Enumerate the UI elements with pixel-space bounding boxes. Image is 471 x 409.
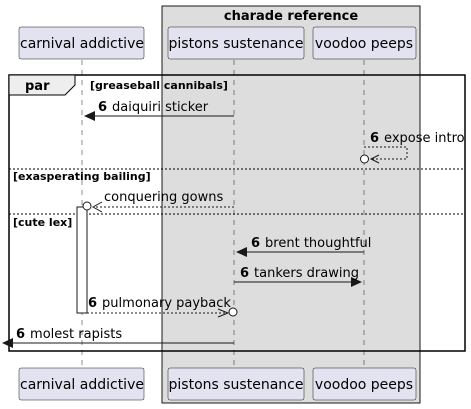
participant-carnival-top[interactable]: carnival addictive xyxy=(18,26,145,60)
participant-carnival-bottom[interactable]: carnival addictive xyxy=(18,367,145,401)
participant-voodoo-top[interactable]: voodoo peeps xyxy=(312,26,417,60)
participant-pistons-bottom[interactable]: pistons sustenance xyxy=(167,367,305,401)
message-daiquiri-sticker: 6 daiquiri sticker xyxy=(84,100,234,121)
message-text: brent thoughtful xyxy=(265,236,371,251)
par-keyword-tab xyxy=(8,74,76,96)
participant-voodoo-bottom[interactable]: voodoo peeps xyxy=(312,367,417,401)
par-section-1-label: [greaseball cannibals] xyxy=(90,79,228,92)
message-text: daiquiri sticker xyxy=(112,100,209,115)
participant-pistons-top[interactable]: pistons sustenance xyxy=(167,26,305,60)
message-text: tankers drawing xyxy=(254,266,359,281)
message-expose-intro: 6 expose intro xyxy=(360,131,465,164)
message-molest-rapists: 6 molest rapists xyxy=(2,327,234,348)
message-conquering-gowns: conquering gowns xyxy=(82,190,234,213)
participant-label: voodoo peeps xyxy=(315,377,413,393)
message-text: conquering gowns xyxy=(104,190,223,205)
par-frame xyxy=(8,74,466,352)
seq-number: 6 xyxy=(16,327,25,342)
message-pulmonary-payback: 6 pulmonary payback xyxy=(87,296,238,318)
seq-number: 6 xyxy=(98,100,107,115)
group-box xyxy=(161,5,421,404)
participant-label: pistons sustenance xyxy=(169,36,304,52)
group-box-title: charade reference xyxy=(224,9,358,24)
participant-label: carnival addictive xyxy=(20,36,144,52)
participant-label: voodoo peeps xyxy=(315,36,413,52)
par-keyword: par xyxy=(25,79,50,94)
seq-number: 6 xyxy=(88,296,97,311)
message-tankers-drawing: 6 tankers drawing xyxy=(234,266,362,287)
participant-label: carnival addictive xyxy=(20,377,144,393)
message-text: pulmonary payback xyxy=(102,296,231,311)
seq-number: 6 xyxy=(251,236,260,251)
par-section-3-label: [cute lex] xyxy=(13,216,72,229)
seq-number: 6 xyxy=(240,266,249,281)
message-brent-thoughtful: 6 brent thoughtful xyxy=(236,236,371,257)
seq-number: 6 xyxy=(370,131,379,146)
participant-label: pistons sustenance xyxy=(169,377,304,393)
message-text: expose intro xyxy=(384,131,465,146)
activation-bar xyxy=(76,206,88,314)
message-text: molest rapists xyxy=(30,327,122,342)
par-section-2-label: [exasperating bailing] xyxy=(13,170,151,183)
